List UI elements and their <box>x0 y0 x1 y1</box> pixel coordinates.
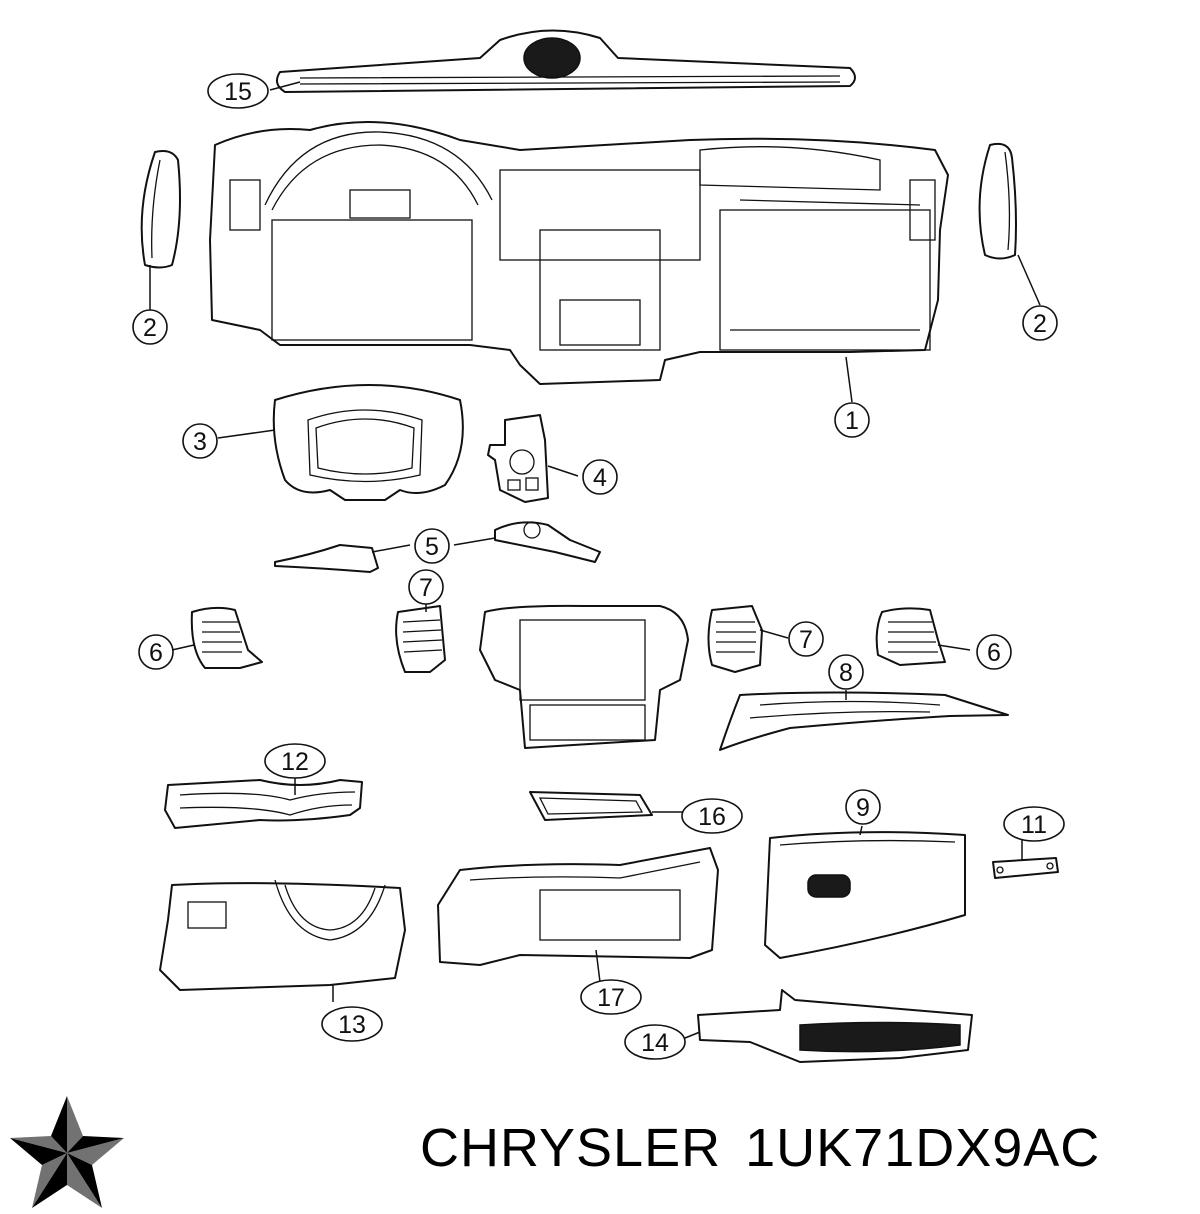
svg-text:1: 1 <box>845 407 859 435</box>
part-1-instrument-panel <box>209 121 949 385</box>
callout-15: 15 <box>207 73 269 109</box>
callout-12: 12 <box>264 743 326 779</box>
svg-text:5: 5 <box>425 533 439 561</box>
part-3-cluster-bezel <box>272 384 464 501</box>
callout-6-right: 6 <box>976 634 1012 670</box>
callout-1: 1 <box>834 402 870 438</box>
pentastar-icon <box>8 1094 126 1210</box>
part-2-right-end-cap <box>978 142 1017 260</box>
part-7-right-center-vent <box>707 605 763 673</box>
part-number: 1UK71DX9AC <box>745 1118 1101 1178</box>
part-17-lower-bezel <box>437 847 719 966</box>
svg-text:2: 2 <box>1033 310 1047 338</box>
svg-text:4: 4 <box>593 464 607 492</box>
center-stack-bezel <box>479 604 689 749</box>
callout-8: 8 <box>828 654 864 690</box>
callout-7-right: 7 <box>788 621 824 657</box>
svg-text:7: 7 <box>799 626 813 654</box>
part-6-right-air-vent <box>875 607 946 666</box>
brand-caption: CHRYSLER 1UK71DX9AC <box>420 1108 1190 1188</box>
part-14-lower-trim <box>697 989 973 1063</box>
svg-text:14: 14 <box>641 1029 669 1057</box>
svg-text:17: 17 <box>597 984 625 1012</box>
callout-7-left: 7 <box>408 569 444 605</box>
leader-lines <box>149 81 1041 1041</box>
part-13-knee-panel <box>159 879 406 991</box>
part-8-trim-strip <box>719 691 1009 751</box>
svg-text:6: 6 <box>987 639 1001 667</box>
callout-6-left: 6 <box>138 634 174 670</box>
part-7-left-center-vent <box>395 605 446 673</box>
part-12-column-cover <box>164 779 363 829</box>
callout-2-left: 2 <box>132 309 168 345</box>
callout-14: 14 <box>624 1024 686 1060</box>
callout-13: 13 <box>321 1006 383 1042</box>
part-6-left-air-vent <box>190 606 263 669</box>
part-16-bezel-frame <box>529 791 653 821</box>
callout-16: 16 <box>681 798 743 834</box>
svg-text:9: 9 <box>856 794 870 822</box>
callout-2-right: 2 <box>1022 305 1058 341</box>
svg-text:6: 6 <box>149 639 163 667</box>
callout-11: 11 <box>1003 806 1065 842</box>
svg-text:13: 13 <box>338 1011 366 1039</box>
svg-text:15: 15 <box>224 78 252 106</box>
part-11-bracket <box>992 857 1059 879</box>
callout-9: 9 <box>845 789 881 825</box>
svg-text:16: 16 <box>698 803 726 831</box>
part-9-glove-box <box>764 831 966 959</box>
callout-5: 5 <box>414 528 450 564</box>
callout-4: 4 <box>582 459 618 495</box>
svg-text:2: 2 <box>143 314 157 342</box>
part-15-defroster-grille <box>275 29 856 93</box>
part-5-trim-panels <box>274 521 601 573</box>
part-4-bracket <box>487 414 549 503</box>
svg-text:12: 12 <box>281 748 309 776</box>
part-2-left-end-cap <box>140 150 181 269</box>
callout-3: 3 <box>182 423 218 459</box>
svg-text:11: 11 <box>1021 811 1047 839</box>
svg-text:3: 3 <box>193 428 207 456</box>
svg-text:7: 7 <box>419 574 433 602</box>
callout-17: 17 <box>580 979 642 1015</box>
svg-text:8: 8 <box>839 659 853 687</box>
brand-name: CHRYSLER <box>420 1118 722 1178</box>
